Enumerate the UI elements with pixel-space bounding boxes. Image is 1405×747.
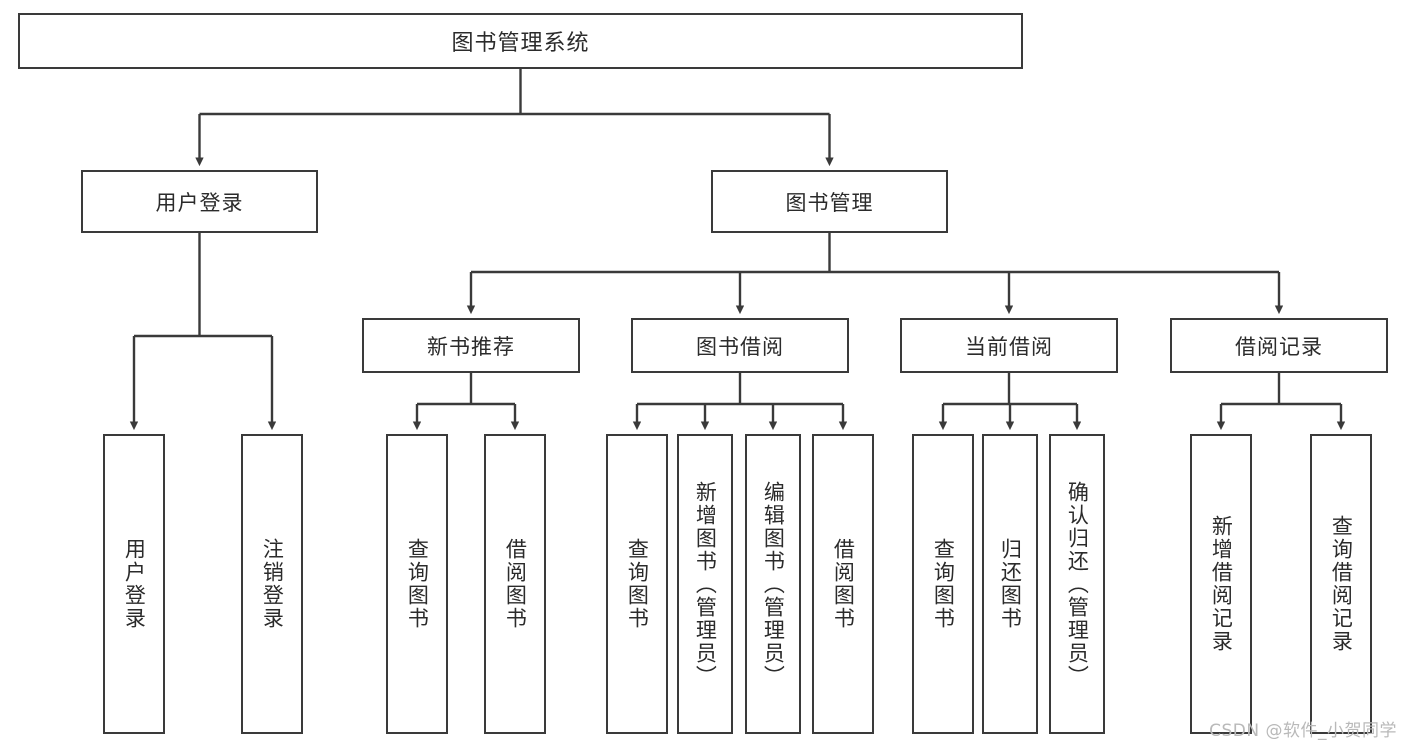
node-login[interactable]: 用户登录 [81,170,318,233]
node-leaf1[interactable]: 用户登录 [103,434,165,734]
node-leaf12[interactable]: 新增借阅记录 [1190,434,1252,734]
node-records[interactable]: 借阅记录 [1170,318,1388,373]
node-root[interactable]: 图书管理系统 [18,13,1023,69]
node-bookmgmt[interactable]: 图书管理 [711,170,948,233]
node-newbook[interactable]: 新书推荐 [362,318,580,373]
node-leaf10[interactable]: 归还图书 [982,434,1038,734]
node-leaf6[interactable]: 新增图书（管理员） [677,434,733,734]
node-leaf2[interactable]: 注销登录 [241,434,303,734]
node-leaf4[interactable]: 借阅图书 [484,434,546,734]
node-leaf3[interactable]: 查询图书 [386,434,448,734]
node-leaf9[interactable]: 查询图书 [912,434,974,734]
node-leaf13[interactable]: 查询借阅记录 [1310,434,1372,734]
node-leaf7[interactable]: 编辑图书（管理员） [745,434,801,734]
watermark-label: CSDN @软件_小贺同学 [1209,721,1397,741]
node-leaf5[interactable]: 查询图书 [606,434,668,734]
node-leaf8[interactable]: 借阅图书 [812,434,874,734]
node-leaf11[interactable]: 确认归还（管理员） [1049,434,1105,734]
node-current[interactable]: 当前借阅 [900,318,1118,373]
node-borrow[interactable]: 图书借阅 [631,318,849,373]
